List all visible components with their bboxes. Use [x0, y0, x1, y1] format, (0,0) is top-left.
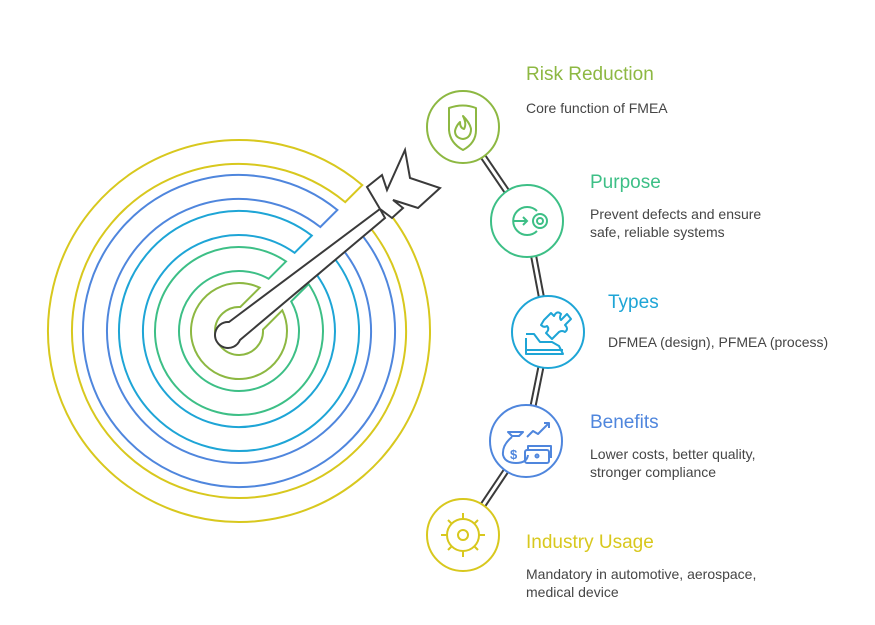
node-circle-4: [426, 498, 500, 572]
node-circle-3: [489, 404, 563, 478]
desc-industry-usage-2: medical device: [526, 584, 619, 600]
desc-purpose-1: Prevent defects and ensure: [590, 206, 761, 222]
arrow-target-icon: [512, 206, 548, 236]
desc-risk-reduction: Core function of FMEA: [526, 100, 668, 116]
desc-types: DFMEA (design), PFMEA (process): [608, 334, 828, 350]
target-ring-0: [47, 139, 431, 523]
target-ring-2: [118, 210, 360, 452]
desc-benefits-2: stronger compliance: [590, 464, 716, 480]
target-ring-3: [153, 246, 324, 417]
title-purpose: Purpose: [590, 172, 661, 193]
target-ring-4: [189, 282, 288, 381]
title-risk-reduction: Risk Reduction: [526, 64, 654, 85]
title-benefits: Benefits: [590, 412, 659, 433]
arrow-icon: [214, 146, 442, 349]
shield-flame-icon: [448, 104, 477, 151]
target-ring-1: [81, 174, 396, 489]
svg-text:$: $: [510, 447, 518, 462]
title-types: Types: [608, 292, 659, 313]
sun-gear-icon: [441, 513, 485, 557]
desc-purpose-2: safe, reliable systems: [590, 224, 725, 240]
target-rings: [47, 139, 431, 523]
title-industry-usage: Industry Usage: [526, 532, 654, 553]
puzzle-blueprint-icon: [525, 311, 572, 355]
money-growth-icon: $: [501, 422, 552, 464]
desc-industry-usage-1: Mandatory in automotive, aerospace,: [526, 566, 756, 582]
node-circle-0: [426, 90, 500, 164]
desc-benefits-1: Lower costs, better quality,: [590, 446, 755, 462]
